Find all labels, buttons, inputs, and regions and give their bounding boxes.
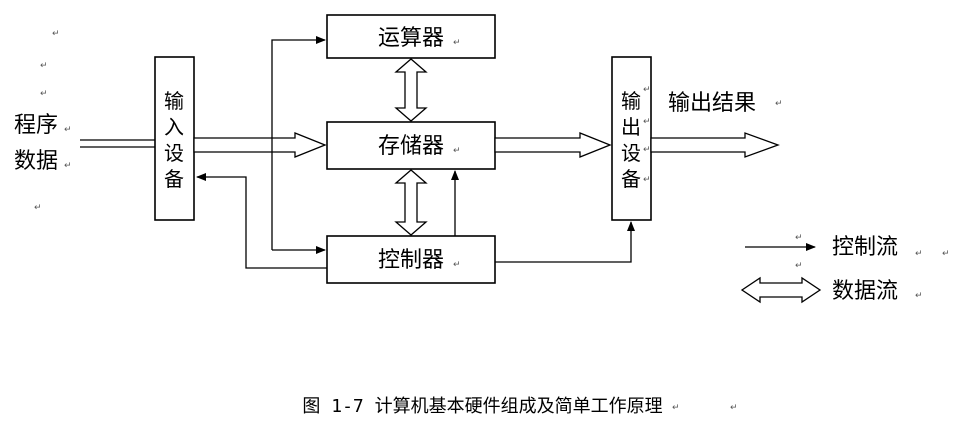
return-mark: ↵	[942, 249, 950, 259]
output-device-label: 输 出 设 备	[621, 89, 641, 191]
input-device-char-3: 设	[164, 141, 184, 165]
data-arrow-memory-output	[494, 132, 612, 158]
input-device-char-4: 备	[164, 167, 184, 191]
return-mark: ↵	[453, 146, 461, 156]
data-arrow-input-memory	[193, 132, 327, 158]
return-mark: ↵	[64, 125, 72, 135]
input-device-char-1: 输	[164, 89, 184, 113]
alu-box	[326, 14, 496, 59]
data-arrow-alu-memory	[394, 58, 428, 122]
input-data-label: 数据	[14, 149, 58, 174]
return-mark: ↵	[453, 38, 461, 48]
return-mark: ↵	[453, 260, 461, 270]
return-mark: ↵	[915, 291, 923, 301]
return-mark: ↵	[672, 403, 680, 413]
input-program-label: 程序	[14, 113, 58, 138]
return-mark: ↵	[64, 161, 72, 171]
return-mark: ↵	[40, 61, 48, 71]
return-mark: ↵	[52, 29, 60, 39]
output-device-box	[611, 56, 652, 221]
controller-box	[326, 235, 496, 284]
legend-control-label: 控制流	[832, 235, 898, 260]
controller-label: 控制器	[378, 248, 444, 273]
figure-caption: 图 1-7 计算机基本硬件组成及简单工作原理	[302, 396, 663, 417]
return-mark: ↵	[775, 99, 783, 109]
legend-data-arrow	[740, 276, 822, 304]
control-line-to-alu	[271, 36, 326, 250]
return-mark: ↵	[643, 117, 651, 127]
return-mark: ↵	[643, 145, 651, 155]
control-line-to-input	[196, 173, 327, 269]
input-device-char-2: 入	[164, 115, 184, 139]
data-arrow-output-result	[650, 132, 780, 158]
output-device-char-4: 备	[621, 167, 641, 191]
return-mark: ↵	[915, 249, 923, 259]
return-mark: ↵	[34, 203, 42, 213]
input-device-label: 输 入 设 备	[164, 89, 184, 191]
return-mark: ↵	[643, 85, 651, 95]
alu-label: 运算器	[378, 26, 444, 51]
output-device-char-1: 输	[621, 89, 641, 113]
control-line-to-output	[495, 221, 635, 263]
return-mark: ↵	[730, 403, 738, 413]
legend-data-label: 数据流	[832, 279, 898, 304]
return-mark: ↵	[795, 233, 803, 243]
data-arrow-memory-controller	[394, 169, 428, 236]
return-mark: ↵	[795, 261, 803, 271]
memory-label: 存储器	[378, 134, 444, 159]
memory-box	[326, 121, 496, 170]
output-result-label: 输出结果	[668, 91, 756, 116]
return-mark: ↵	[40, 89, 48, 99]
return-marks: ↵ ↵ ↵ ↵ ↵ ↵ ↵ ↵ ↵ ↵ ↵ ↵ ↵ ↵ ↵ ↵ ↵ ↵ ↵ ↵ …	[34, 29, 950, 413]
output-device-char-2: 出	[621, 115, 641, 139]
output-device-char-3: 设	[621, 141, 641, 165]
return-mark: ↵	[643, 175, 651, 185]
